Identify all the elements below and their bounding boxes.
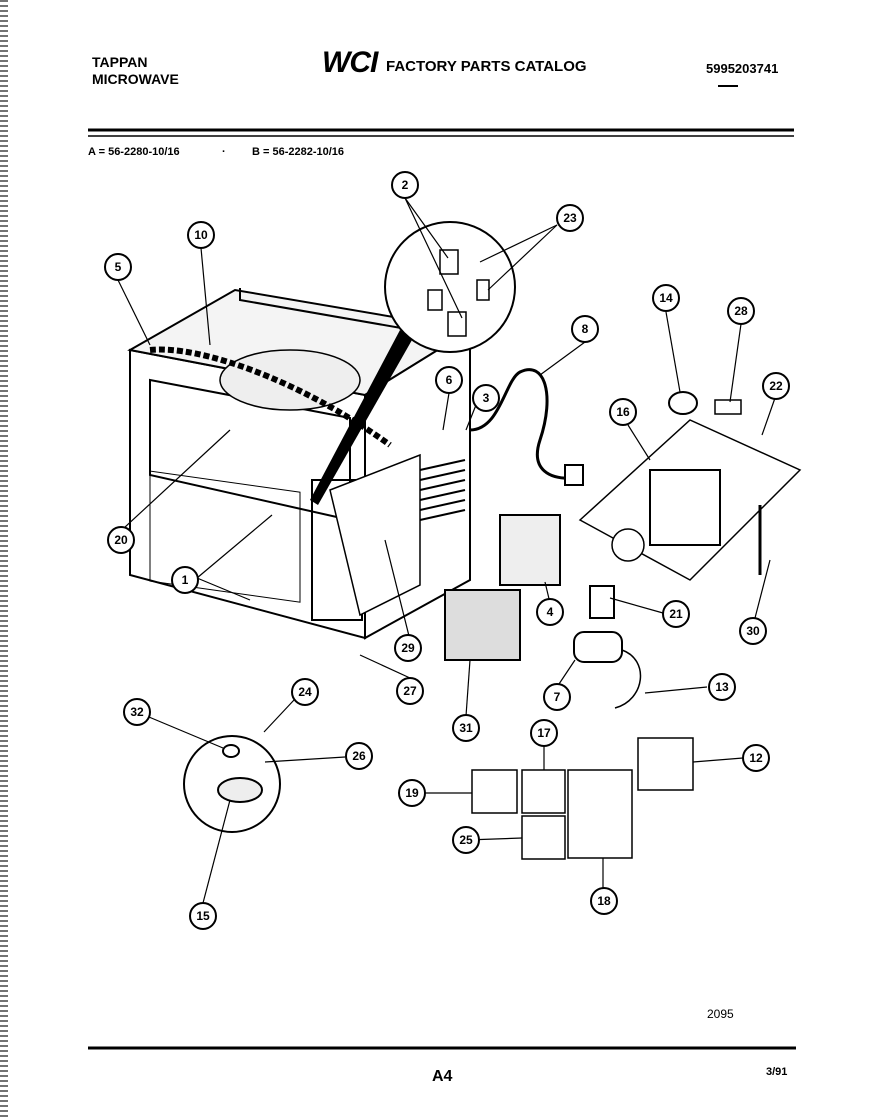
callout-label: 15 xyxy=(196,909,210,923)
part-number: 5995203741 xyxy=(706,61,779,76)
callout-label: 8 xyxy=(582,322,589,336)
callout-label: 5 xyxy=(115,260,122,274)
page-number: A4 xyxy=(432,1068,453,1085)
callout-label: 3 xyxy=(483,391,490,405)
magnetron xyxy=(499,514,561,586)
wci-logo: WCI xyxy=(322,46,378,79)
callout-label: 2 xyxy=(402,178,409,192)
scan-edge xyxy=(0,0,8,1120)
callout-label: 32 xyxy=(130,705,144,719)
callout-label: 28 xyxy=(734,304,748,318)
switch-detail-circle xyxy=(384,221,516,353)
fan-plane xyxy=(578,419,802,581)
inner-panel xyxy=(329,453,421,617)
brand-line2: MICROWAVE xyxy=(92,71,179,87)
brand-block: TAPPAN MICROWAVE xyxy=(92,54,179,88)
callout-label: 30 xyxy=(746,624,760,638)
model-separator: · xyxy=(222,146,226,158)
model-b: B = 56-2282-10/16 xyxy=(252,146,345,158)
callout-label: 7 xyxy=(554,690,561,704)
diode-lead xyxy=(614,649,642,709)
callout-label: 25 xyxy=(459,833,473,847)
brand-line1: TAPPAN xyxy=(92,54,148,70)
callout-label: 19 xyxy=(405,786,419,800)
detail-pointer xyxy=(310,330,412,505)
callout-label: 29 xyxy=(401,641,415,655)
callout-circles xyxy=(104,171,790,930)
callout-label: 22 xyxy=(769,379,783,393)
catalog-title: FACTORY PARTS CATALOG xyxy=(386,58,587,75)
lamp-bulb xyxy=(668,391,698,415)
figure-code: 2095 xyxy=(707,1007,734,1021)
fan-blade xyxy=(611,528,645,562)
callout-label: 21 xyxy=(669,607,683,621)
transformer xyxy=(444,589,521,661)
capacitor-bracket xyxy=(589,585,615,619)
leader-lines xyxy=(117,197,776,904)
model-a: A = 56-2280-10/16 xyxy=(88,146,180,158)
callout-label: 4 xyxy=(547,605,554,619)
callout-label: 10 xyxy=(194,228,208,242)
catalog-date: 3/91 xyxy=(766,1066,788,1078)
callout-label: 16 xyxy=(616,405,630,419)
callout-label: 14 xyxy=(659,291,673,305)
fan-motor xyxy=(649,469,721,546)
callout-labels: 2 23 10 5 8 14 28 6 3 22 16 20 1 4 21 30… xyxy=(114,178,783,923)
callout-label: 13 xyxy=(715,680,729,694)
control-boxes xyxy=(471,737,694,860)
callout-label: 18 xyxy=(597,894,611,908)
callout-label: 26 xyxy=(352,749,366,763)
callout-label: 17 xyxy=(537,726,551,740)
callout-label: 24 xyxy=(298,685,312,699)
stirrer-cover xyxy=(219,349,361,411)
cord-plug xyxy=(564,464,584,486)
callout-label: 12 xyxy=(749,751,763,765)
thermal-washer xyxy=(222,744,240,758)
vent-grid xyxy=(419,459,466,521)
callout-label: 6 xyxy=(446,373,453,387)
callout-label: 20 xyxy=(114,533,128,547)
callout-label: 31 xyxy=(459,721,473,735)
callout-label: 27 xyxy=(403,684,417,698)
power-cord xyxy=(469,368,576,480)
lamp-socket xyxy=(714,399,742,415)
callout-label: 23 xyxy=(563,211,577,225)
thermal-cutout xyxy=(217,777,263,803)
callout-label: 1 xyxy=(182,573,189,587)
capacitor xyxy=(573,631,623,663)
